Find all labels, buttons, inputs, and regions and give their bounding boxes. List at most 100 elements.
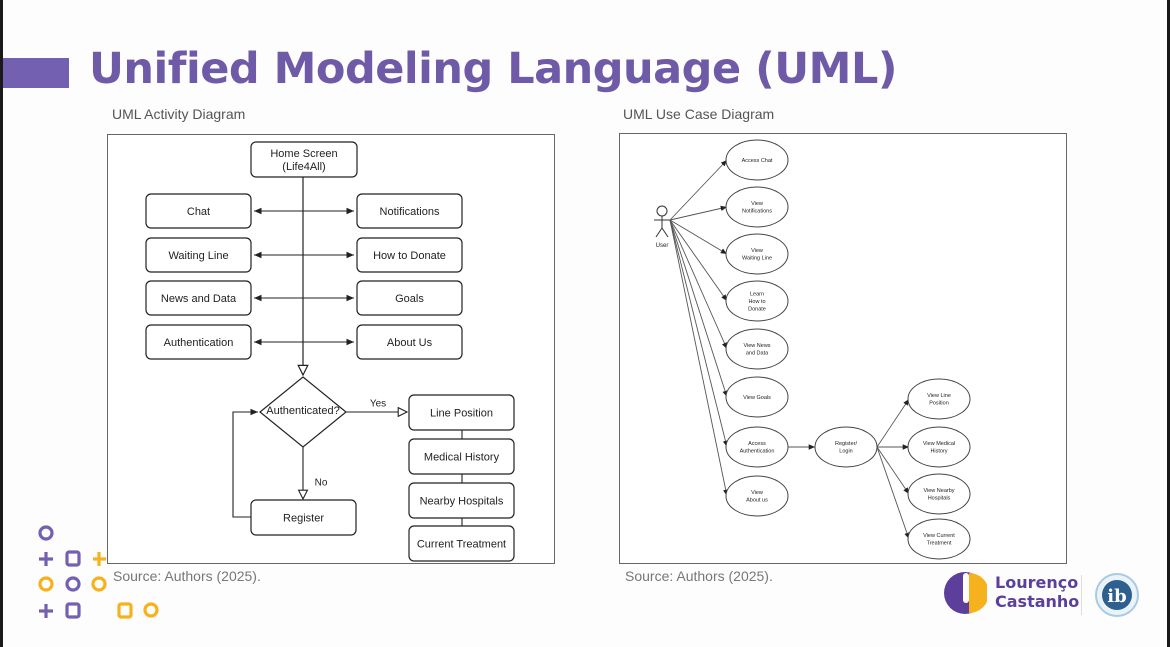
use-case-label: View bbox=[751, 490, 763, 496]
use-case-label: Learn bbox=[750, 291, 764, 297]
activity-diagram-canvas: Home Screen(Life4All) Chat NotificationsWa… bbox=[145, 141, 515, 562]
activity-source: Source: Authors (2025). bbox=[113, 568, 261, 584]
yes-node-2-label: Nearby Hospitals bbox=[420, 495, 504, 507]
yes-node-0-label: Line Position bbox=[430, 407, 493, 419]
yes-node-3 bbox=[408, 525, 515, 562]
decorative-shapes bbox=[38, 525, 159, 619]
no-label: No bbox=[315, 478, 328, 489]
deco-square-icon bbox=[65, 602, 81, 619]
right-node-3-label: About Us bbox=[387, 337, 433, 349]
right-node-1-label: How to Donate bbox=[373, 250, 446, 262]
loop-connector bbox=[232, 408, 258, 518]
association-line bbox=[876, 446, 910, 540]
left-node-0 bbox=[145, 193, 252, 229]
use-case-3 bbox=[725, 280, 789, 322]
use-case-5 bbox=[725, 376, 789, 418]
association-line bbox=[669, 219, 729, 448]
ib-logo-icon: ib bbox=[1095, 573, 1139, 617]
yes-node-3-label: Current Treatment bbox=[417, 538, 506, 550]
use-case-label: Donate bbox=[748, 306, 766, 312]
use-case-2 bbox=[725, 233, 789, 275]
sub-use-case-3 bbox=[907, 518, 971, 560]
sub-use-case-1 bbox=[907, 426, 971, 468]
right-node-2 bbox=[356, 280, 463, 316]
sub-use-case-label: View Medical bbox=[923, 441, 955, 447]
home-screen-node-label: Home Screen bbox=[270, 148, 337, 160]
register-node-label: Register bbox=[283, 512, 324, 524]
association-line bbox=[876, 446, 910, 495]
association-line bbox=[669, 159, 728, 221]
decision-label: Authenticated? bbox=[266, 405, 339, 417]
sub-use-case-label: Position bbox=[929, 401, 949, 407]
use-case-label: View bbox=[751, 248, 763, 254]
slide: Unified Modeling Language (UML) UML Acti… bbox=[3, 0, 1167, 647]
association-line bbox=[876, 398, 910, 448]
slide-title: Unified Modeling Language (UML) bbox=[89, 44, 898, 94]
deco-circle-icon bbox=[91, 576, 107, 592]
deco-plus-icon bbox=[93, 552, 106, 566]
association-line bbox=[669, 219, 728, 302]
right-node-3 bbox=[356, 324, 463, 360]
sub-use-case-label: Treatment bbox=[927, 541, 952, 547]
left-node-0-label: Chat bbox=[187, 206, 210, 218]
sub-use-case-0 bbox=[907, 378, 971, 420]
yes-node-1-label: Medical History bbox=[424, 451, 500, 463]
school-name-line1: Lourenço bbox=[995, 573, 1079, 592]
use-case-7 bbox=[725, 475, 789, 517]
association-line bbox=[669, 219, 728, 255]
association-line bbox=[669, 219, 728, 350]
sub-use-case-label: Hospitals bbox=[928, 496, 951, 502]
register-login-label: Register/ bbox=[835, 441, 857, 447]
logo-divider bbox=[1081, 575, 1082, 615]
school-name-line2: Castanho bbox=[995, 592, 1080, 611]
activity-diagram-caption: UML Activity Diagram bbox=[112, 106, 246, 122]
sub-use-case-label: View Nearby bbox=[923, 488, 954, 494]
sub-use-case-label: History bbox=[930, 449, 947, 455]
usecase-diagram-caption: UML Use Case Diagram bbox=[623, 106, 775, 122]
deco-circle-icon bbox=[143, 602, 159, 618]
use-case-label: Access Chat bbox=[742, 158, 773, 164]
use-case-0 bbox=[725, 139, 789, 181]
deco-circle-icon bbox=[38, 576, 54, 592]
right-node-0-label: Notifications bbox=[380, 206, 440, 218]
use-case-label: How to bbox=[748, 299, 765, 305]
deco-plus-icon bbox=[39, 604, 53, 618]
title-accent-bar bbox=[3, 58, 69, 88]
register-login-label: Login bbox=[839, 449, 852, 455]
use-case-1 bbox=[725, 186, 789, 228]
use-case-label: Access bbox=[748, 441, 766, 447]
use-case-label: About us bbox=[746, 498, 768, 504]
actor-label: User bbox=[656, 243, 669, 249]
yes-label: Yes bbox=[370, 399, 386, 410]
left-node-1-label: Waiting Line bbox=[168, 250, 228, 262]
use-case-label: Authentication bbox=[740, 449, 775, 455]
left-node-3-label: Authentication bbox=[164, 337, 234, 349]
association-line bbox=[669, 219, 728, 398]
use-case-label: and Data bbox=[746, 351, 769, 357]
deco-square-icon bbox=[117, 602, 133, 619]
use-case-label: View bbox=[751, 201, 763, 207]
deco-plus-icon bbox=[39, 552, 53, 566]
deco-square-icon bbox=[65, 550, 81, 567]
deco-circle-icon bbox=[38, 525, 54, 541]
sub-use-case-label: View Line bbox=[927, 393, 951, 399]
use-case-4 bbox=[725, 328, 789, 370]
left-node-3 bbox=[145, 324, 252, 360]
deco-circle-icon bbox=[65, 576, 81, 592]
left-node-2 bbox=[145, 280, 252, 316]
home-screen-node bbox=[250, 141, 358, 178]
use-case-label: View News bbox=[743, 343, 770, 349]
right-node-1 bbox=[356, 237, 463, 273]
sub-use-case-label: View Current bbox=[923, 533, 955, 539]
usecase-source: Source: Authors (2025). bbox=[625, 568, 773, 584]
home-screen-node-label: (Life4All) bbox=[282, 161, 325, 173]
use-case-label: View Goals bbox=[743, 395, 771, 401]
right-node-0 bbox=[356, 193, 463, 229]
association-line bbox=[669, 219, 729, 497]
use-case-label: Waiting Line bbox=[742, 256, 772, 262]
actor-user-icon bbox=[654, 205, 670, 238]
right-node-2-label: Goals bbox=[395, 293, 424, 305]
